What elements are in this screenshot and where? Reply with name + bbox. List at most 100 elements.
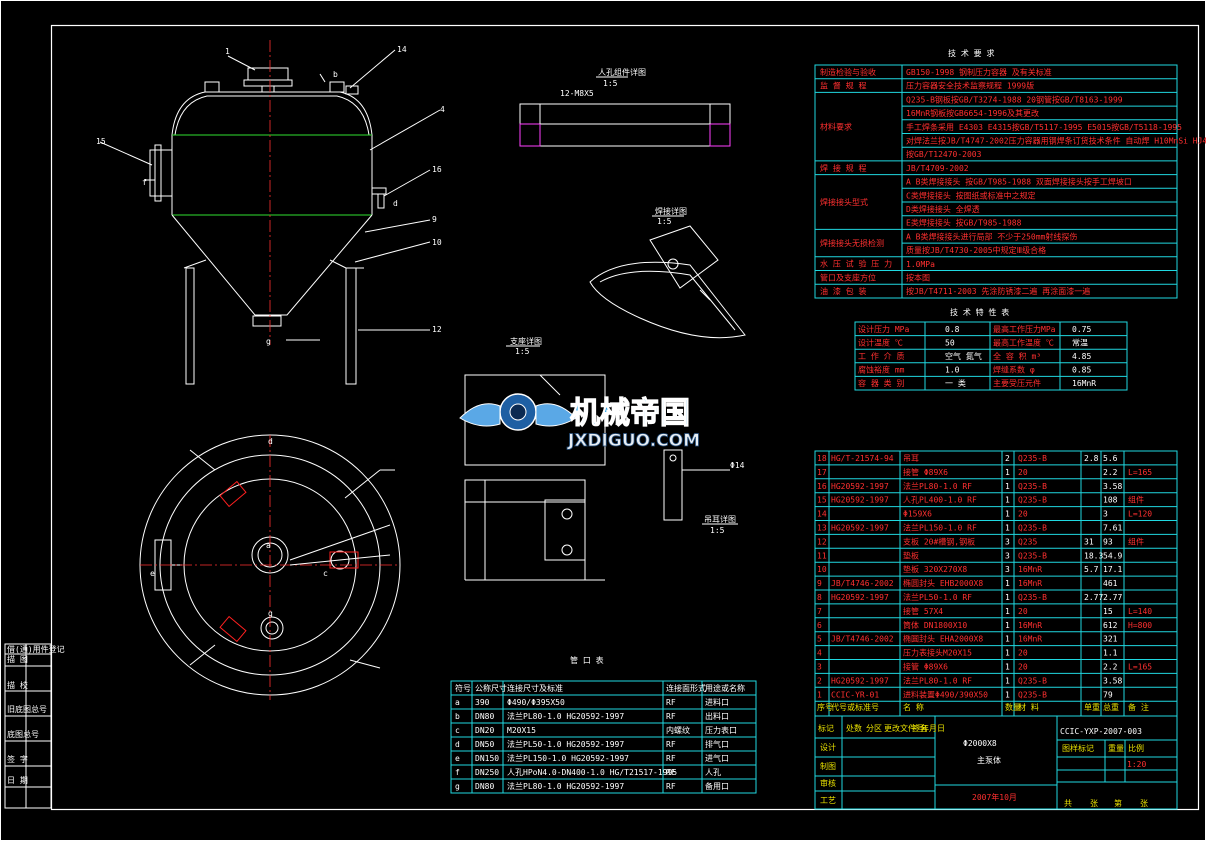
nozzle-cell: 出料口 [705, 711, 729, 721]
nozzle-cell: DN150 [475, 754, 499, 763]
parts-cell: L=165 [1128, 468, 1152, 477]
parts-cell: 18 [817, 454, 827, 463]
nozzle-cell: 备用口 [705, 781, 729, 791]
tb-left-label: 标记 [818, 723, 834, 733]
tech-char-cell: 16MnR [1072, 379, 1096, 388]
svg-text:16: 16 [432, 165, 442, 174]
parts-cell: 2.2 [1103, 663, 1118, 672]
nozzle-cell: 进气口 [705, 753, 729, 763]
parts-cell: 2.77 [1084, 593, 1103, 602]
parts-header-cell: 材 料 [1018, 702, 1039, 712]
tech-char-cell: 常温 [1072, 338, 1088, 347]
tech-req-value: 手工焊条采用 E4303 E4315按GB/T5117-1995 E5015按G… [906, 122, 1182, 132]
nozzle-header-cell: 连接尺寸及标准 [507, 683, 563, 693]
parts-cell: HG20592-1997 [831, 496, 889, 505]
nozzle-cell: 人孔HPoN4.0-DN400-1.0 HG/T21517-1995 [507, 768, 677, 777]
parts-cell: 15 [817, 496, 827, 505]
nozzle-table-title: 管 口 表 [570, 655, 604, 665]
left-strip-label: 日 期 [7, 776, 28, 785]
nozzle-mark-d: d [393, 199, 398, 208]
detail-scale: 1:5 [710, 526, 725, 535]
parts-cell: 461 [1103, 579, 1118, 588]
tech-req-value: 对焊法兰按JB/T4747-2002压力容器用钢焊条订货技术条件 自动焊 H10… [906, 136, 1206, 146]
tech-char-cell: 空气 氮气 [945, 351, 982, 361]
parts-cell: 1 [1005, 649, 1010, 658]
parts-cell: 2.2 [1103, 468, 1118, 477]
tech-char-cell: 腐蚀裕度 mm [858, 365, 905, 375]
parts-cell: HG20592-1997 [831, 524, 889, 533]
tb-side-label: 审核 [820, 778, 836, 788]
parts-cell: 2.8 [1084, 454, 1099, 463]
vessel-front-view: 1 14 4 16 15 9 10 12 b d f g [96, 40, 445, 385]
left-strip-label: 借(通)用件登记 [7, 644, 65, 654]
parts-cell: 1 [1005, 635, 1010, 644]
tech-char-cell: 设计压力 MPa [858, 324, 909, 334]
parts-cell: 1.1 [1103, 649, 1118, 658]
nozzle-cell: RF [666, 712, 676, 721]
nozzle-header-cell: 连接面形式 [666, 683, 706, 693]
tech-req-value: 质量按JB/T4730-2005中规定Ⅲ级合格 [906, 245, 1046, 255]
tech-req-label: 监 督 规 程 [820, 81, 866, 91]
sheet-label: 张 [1090, 799, 1098, 808]
tech-req-label: 油 漆 包 装 [820, 286, 866, 296]
parts-cell: 1 [1005, 676, 1010, 685]
parts-cell: 法兰PL50-1.0 RF [903, 592, 972, 602]
parts-header-cell: 名 称 [903, 702, 924, 712]
vessel-top-view: a c e d g [139, 434, 401, 700]
parts-cell: HG/T-21574-94 [831, 454, 894, 463]
detail-scale: 1:5 [515, 347, 530, 356]
parts-header-cell: 备 注 [1128, 702, 1149, 712]
tech-char-cell: 最高工作温度 ℃ [993, 337, 1054, 347]
parts-cell: 17.1 [1103, 565, 1122, 574]
parts-cell: 3 [1103, 510, 1108, 519]
parts-header-cell: 序号 [817, 702, 833, 712]
nozzle-mark-e: e [150, 569, 155, 578]
parts-header-cell: 单重 [1084, 702, 1100, 712]
tech-char-cell: 全 容 积 m³ [993, 351, 1041, 361]
detail-lug: Φ14 吊耳详图 1:5 [663, 449, 745, 535]
inner-frame [50, 24, 1200, 811]
parts-cell: Q235-B [1018, 496, 1047, 505]
nozzle-cell: e [455, 754, 460, 763]
parts-cell: 20 [1018, 468, 1028, 477]
nozzle-mark-b: b [333, 70, 338, 79]
nozzle-header-cell: 符号 [455, 683, 471, 693]
parts-cell: Q235-B [1018, 676, 1047, 685]
parts-cell: HG20592-1997 [831, 676, 889, 685]
detail-flange: 人孔组件详图 1:5 12-M8X5 [519, 67, 731, 147]
parts-cell: Q235-B [1018, 690, 1047, 699]
parts-cell: 5.6 [1103, 454, 1118, 463]
tech-req-value: 按GB/T12470-2003 [906, 149, 982, 159]
tech-req-label: 水 压 试 验 压 力 [820, 259, 892, 269]
parts-cell: 法兰PL80-1.0 RF [903, 481, 972, 491]
parts-cell: 5 [817, 635, 822, 644]
parts-cell: 压力表接头M20X15 [903, 648, 972, 658]
sheet-label: 张 [1140, 799, 1148, 808]
left-strip-label: 签 字 [7, 754, 28, 764]
watermark-title: 机械帝国 [570, 396, 690, 431]
tech-char-cell: 0.75 [1072, 325, 1091, 334]
tech-char-cell: 0.8 [945, 325, 960, 334]
nozzle-cell: RF [666, 740, 676, 749]
parts-cell: L=120 [1128, 510, 1152, 519]
part-name-2: 主泵体 [977, 755, 1001, 765]
parts-cell: 1 [1005, 482, 1010, 491]
tech-char-cell: 设计温度 ℃ [858, 337, 903, 347]
mark-label: 重量 [1108, 743, 1124, 753]
nozzle-cell: 压力表口 [705, 725, 737, 735]
parts-cell: 2.77 [1103, 593, 1122, 602]
nozzle-cell: DN250 [475, 768, 499, 777]
nozzle-cell: c [455, 726, 460, 735]
nozzle-cell: a [455, 698, 460, 707]
svg-text:12: 12 [432, 325, 442, 334]
tech-req-value: JB/T4709-2002 [906, 164, 969, 173]
tech-req-label: 制造检验与验收 [820, 67, 876, 77]
parts-cell: 接管 Φ89X6 [903, 662, 948, 672]
sheet-label: 共 [1064, 799, 1072, 808]
parts-cell: 4 [817, 649, 822, 658]
parts-cell: 椭圆封头 EHA2000X8 [903, 634, 983, 644]
drawing-scale: 1:20 [1127, 760, 1146, 769]
left-strip-label: 底图总号 [7, 729, 39, 739]
svg-text:1: 1 [225, 47, 230, 56]
